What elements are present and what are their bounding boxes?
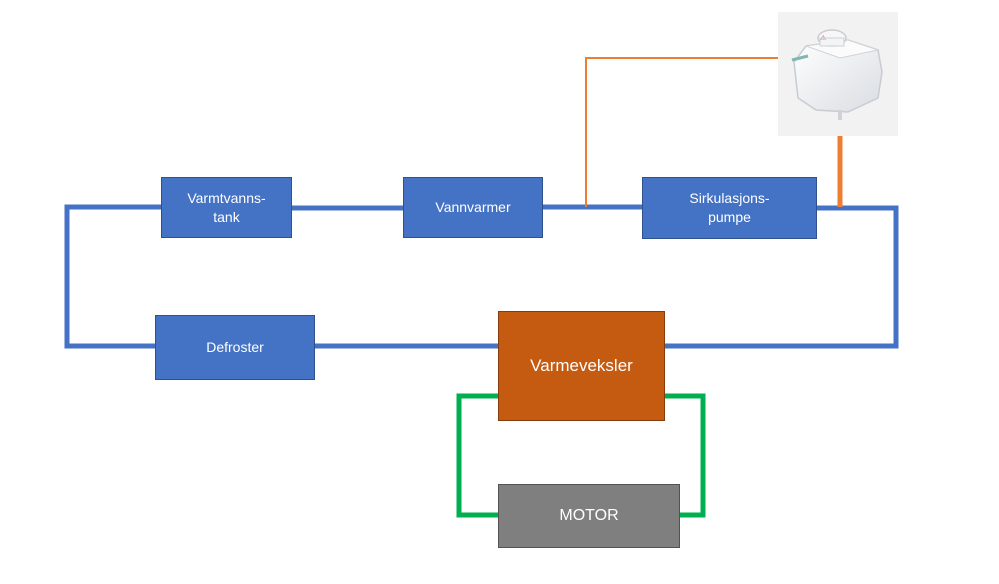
node-defroster[interactable]: Defroster [155, 315, 315, 380]
engine-loop [456, 393, 706, 518]
tank-inlet-nozzle [791, 54, 809, 62]
node-vannvarmer-label: Vannvarmer [435, 199, 511, 215]
node-defroster-label: Defroster [206, 339, 264, 355]
node-motor-label: MOTOR [559, 507, 619, 524]
engine-loop-left [456, 393, 498, 518]
tank-warning-mark: ⚠ [820, 34, 827, 42]
node-varmeveksler-label: Varmeveksler [530, 356, 633, 375]
node-varmtvannstank-label: Varmtvanns- tank [187, 189, 266, 225]
tank-cap-neck [819, 37, 845, 47]
expansion-line-thin [585, 57, 795, 207]
engine-loop-right [665, 393, 706, 518]
node-varmeveksler[interactable]: Varmeveksler [498, 311, 665, 421]
coolant-loop [64, 204, 899, 349]
loop-right-side [665, 205, 899, 349]
expansion-tank-icon: ⚠ [778, 12, 898, 136]
node-varmtvannstank[interactable]: Varmtvanns- tank [161, 177, 292, 238]
node-sirkulasjonspumpe[interactable]: Sirkulasjons- pumpe [642, 177, 817, 239]
node-sirkulasjonspumpe-label: Sirkulasjons- pumpe [689, 190, 770, 225]
loop-top-left [64, 204, 161, 349]
node-motor[interactable]: MOTOR [498, 484, 680, 548]
node-vannvarmer[interactable]: Vannvarmer [403, 177, 543, 238]
